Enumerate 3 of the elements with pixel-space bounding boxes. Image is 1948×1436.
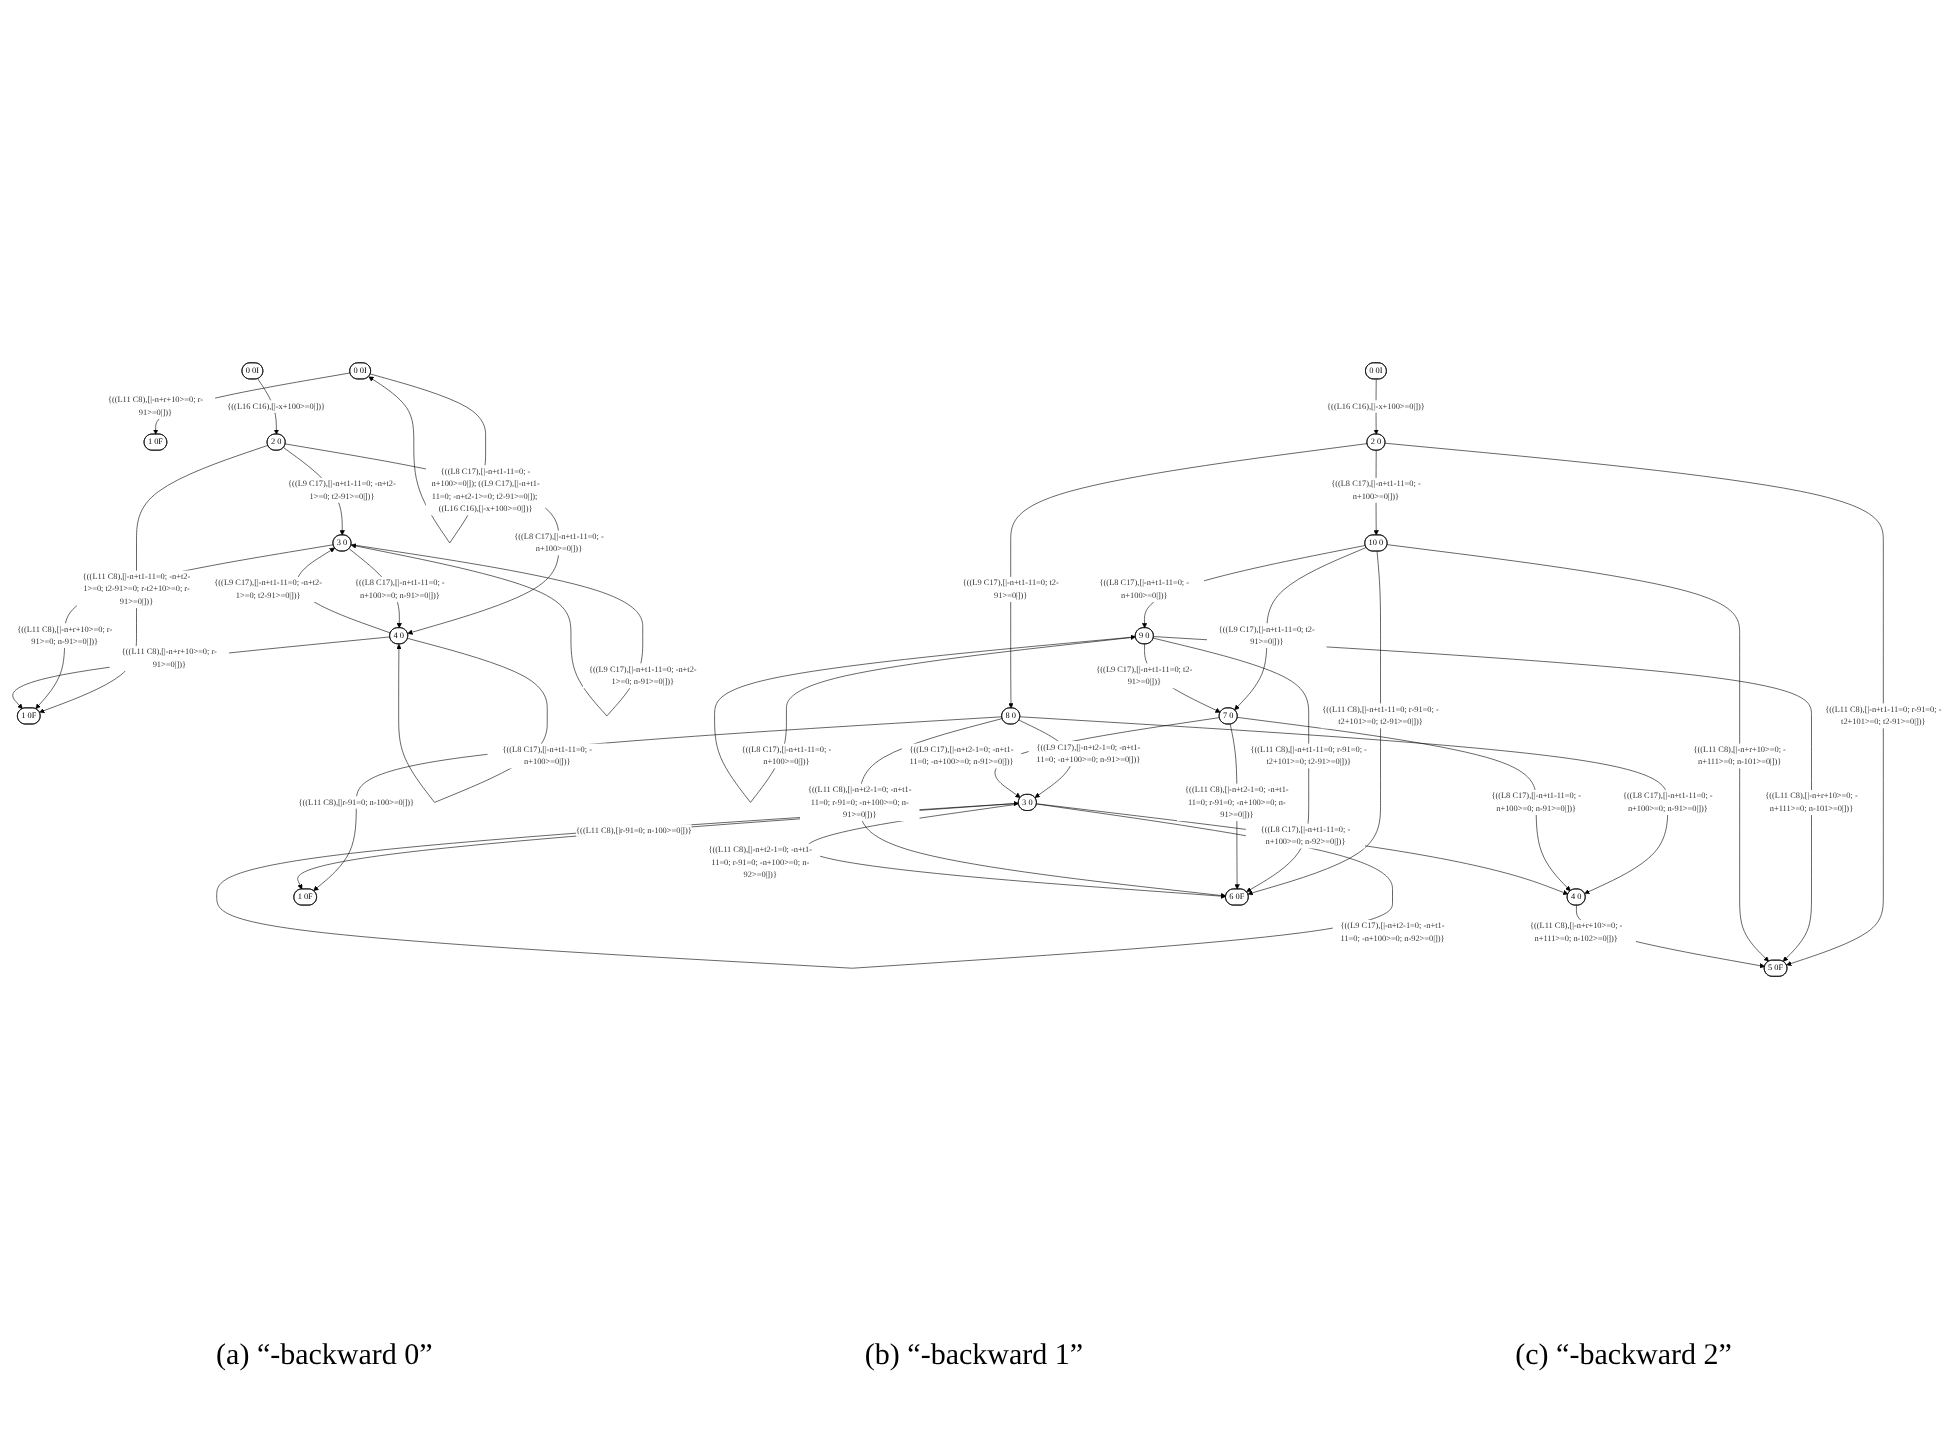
figure-caption: (a) “-backward 0” [216,1340,433,1374]
figure-caption: (b) “-backward 1” [864,1340,1084,1374]
figure-caption: (c) “-backward 2” [1515,1340,1732,1374]
